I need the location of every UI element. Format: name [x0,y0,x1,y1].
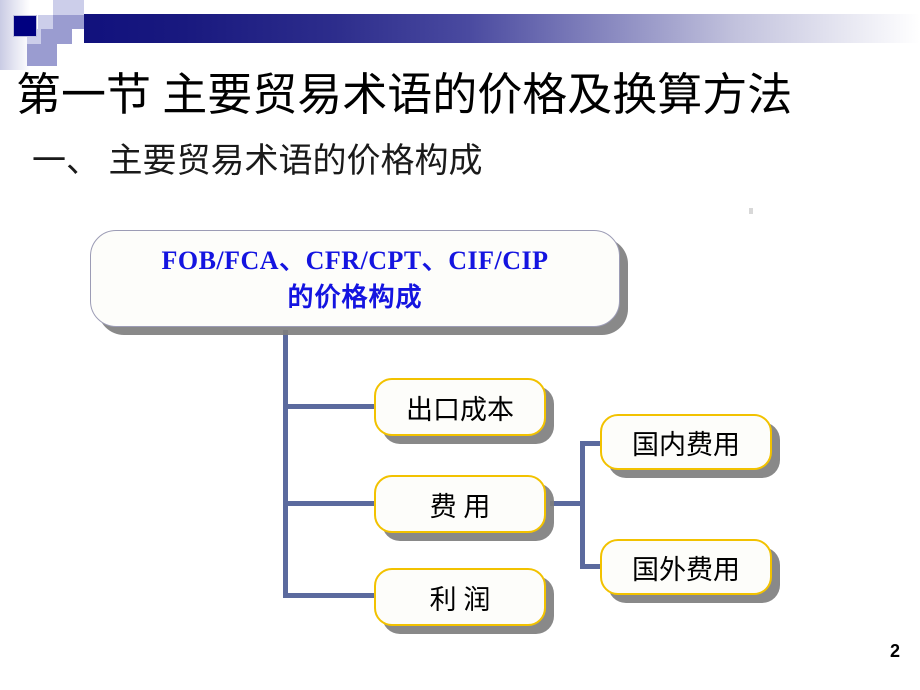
connector-branch-domestic-fees [580,441,602,446]
header-square-medium-low [41,29,72,44]
header-square-medium-bottom [27,44,57,66]
node-fees[interactable]: 费 用 [374,475,546,533]
section-subtitle: 一、 主要贸易术语的价格构成 [32,143,483,180]
header-square-pale-top [53,0,84,15]
connector-branch-fees [283,501,375,506]
connector-branch-profit [283,593,375,598]
page-title: 第一节 主要贸易术语的价格及换算方法 [16,70,793,120]
root-node-price-composition[interactable]: FOB/FCA、CFR/CPT、CIF/CIP 的价格构成 [90,230,620,327]
node-profit[interactable]: 利 润 [374,568,546,626]
header-square-medium-mid [53,15,84,29]
header-decoration [0,0,920,70]
root-node-line2: 的价格构成 [287,282,423,312]
connector-fees-vertical [580,441,585,569]
node-export-cost[interactable]: 出口成本 [374,378,546,436]
connector-branch-overseas-fees [580,564,602,569]
connector-branch-export-cost [283,404,375,409]
root-node-line1: FOB/FCA、CFR/CPT、CIF/CIP [161,245,549,275]
stray-artifact-mark [749,208,753,214]
header-square-navy [13,15,37,37]
connector-trunk-vertical [283,330,288,598]
node-domestic-fees[interactable]: 国内费用 [600,414,772,470]
connector-fees-stem [550,501,584,506]
node-overseas-fees[interactable]: 国外费用 [600,539,772,595]
header-gradient-bar [84,14,920,43]
page-number: 2 [889,641,900,661]
